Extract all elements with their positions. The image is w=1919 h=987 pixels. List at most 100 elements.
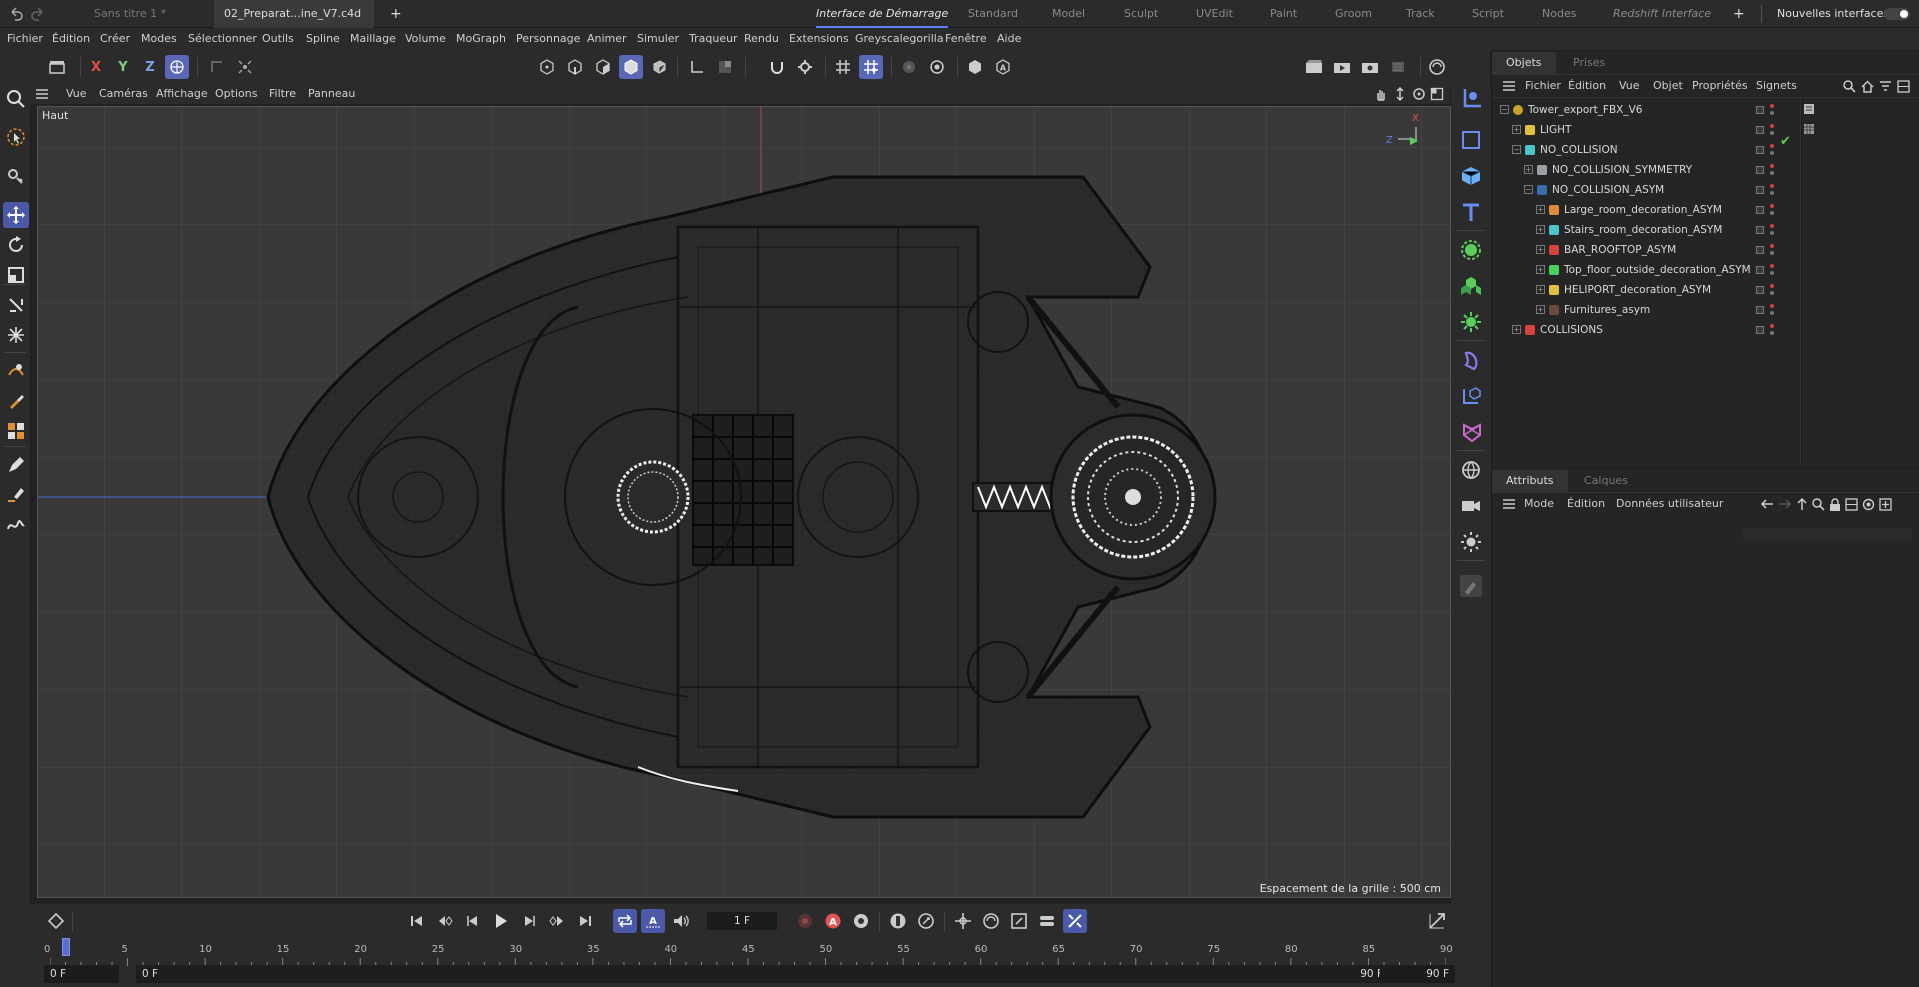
- snap-settings-icon[interactable]: [793, 55, 817, 79]
- effector-icon[interactable]: [1457, 308, 1485, 336]
- field-icon[interactable]: [1457, 382, 1485, 410]
- expand-icon[interactable]: +: [1536, 285, 1545, 294]
- pen-tool-icon[interactable]: [3, 452, 29, 478]
- menu-maillage[interactable]: Maillage: [350, 32, 396, 45]
- multi-transform-icon[interactable]: [3, 322, 29, 348]
- editor-visibility-dot[interactable]: [1770, 264, 1774, 268]
- up-arrow-icon[interactable]: [1796, 497, 1808, 511]
- transform-tool-icon[interactable]: [3, 292, 29, 318]
- spline-square-icon[interactable]: [1457, 126, 1485, 154]
- filter-icon[interactable]: [1879, 80, 1892, 93]
- current-frame-field[interactable]: 1 F: [707, 912, 777, 930]
- autokey-icon[interactable]: A: [821, 909, 845, 933]
- layer-checkbox[interactable]: [1756, 106, 1764, 114]
- points-mode-icon[interactable]: [535, 55, 559, 79]
- menu-edition[interactable]: Édition: [52, 32, 91, 45]
- move-tool-icon[interactable]: [3, 202, 29, 228]
- next-key-icon[interactable]: [545, 909, 569, 933]
- playhead[interactable]: [61, 938, 70, 956]
- layout-paint[interactable]: Paint: [1270, 7, 1298, 20]
- layout-uvedit[interactable]: UVEdit: [1196, 7, 1233, 20]
- object-row[interactable]: +Large_room_decoration_ASYM: [1492, 200, 1919, 220]
- sketch-tool-icon[interactable]: [3, 512, 29, 538]
- viewport-3d[interactable]: X Z: [37, 106, 1451, 898]
- axis-y-button[interactable]: Y: [111, 55, 135, 79]
- end-frame-field[interactable]: 90 F: [1380, 965, 1455, 983]
- zoom-view-icon[interactable]: [1393, 87, 1407, 101]
- maximize-view-icon[interactable]: [1430, 87, 1444, 101]
- viewport-menu-vue[interactable]: Vue: [66, 87, 87, 100]
- search-icon[interactable]: [1843, 80, 1856, 93]
- tweak-mode-icon[interactable]: [713, 55, 737, 79]
- collapse-icon[interactable]: −: [1524, 185, 1533, 194]
- doc-tab-active[interactable]: 02_Preparat...ine_V7.c4d *✕: [214, 0, 374, 48]
- expand-icon[interactable]: +: [1536, 265, 1545, 274]
- redshift-ipr-icon[interactable]: [1425, 55, 1449, 79]
- viewport-menu-panneau[interactable]: Panneau: [308, 87, 356, 100]
- editor-visibility-dot[interactable]: [1770, 104, 1774, 108]
- play-icon[interactable]: [489, 909, 513, 933]
- quantize-icon[interactable]: [963, 55, 987, 79]
- render-play-icon[interactable]: [1330, 55, 1354, 79]
- menu-volume[interactable]: Volume: [405, 32, 446, 45]
- menu-rendu[interactable]: Rendu: [744, 32, 779, 45]
- layer-checkbox[interactable]: [1756, 326, 1764, 334]
- viewport-menu-affichage[interactable]: Affichage: [156, 87, 208, 100]
- hamburger-icon[interactable]: [1502, 498, 1516, 510]
- editor-visibility-dot[interactable]: [1770, 324, 1774, 328]
- editor-visibility-dot[interactable]: [1770, 244, 1774, 248]
- viewport-canvas[interactable]: X Z: [38, 107, 1451, 898]
- object-row[interactable]: +Stairs_room_decoration_ASYM: [1492, 220, 1919, 240]
- key-rotation-icon[interactable]: [914, 909, 938, 933]
- tag-display-icon[interactable]: [1802, 122, 1816, 136]
- render-view-icon[interactable]: [1302, 55, 1326, 79]
- object-mode-icon[interactable]: [619, 55, 643, 79]
- layers-icon[interactable]: [1845, 498, 1858, 511]
- menu-extensions[interactable]: Extensions: [789, 32, 849, 45]
- object-row[interactable]: +BAR_ROOFTOP_ASYM: [1492, 240, 1919, 260]
- object-row[interactable]: +LIGHT: [1492, 120, 1919, 140]
- key-scale-icon[interactable]: [979, 909, 1003, 933]
- expand-icon[interactable]: +: [1512, 125, 1521, 134]
- volume-icon[interactable]: [1457, 418, 1485, 446]
- spline-pen-icon[interactable]: [3, 482, 29, 508]
- objmenu-fichier[interactable]: Fichier: [1525, 79, 1561, 92]
- objmenu-proprietes[interactable]: Propriétés: [1692, 79, 1748, 92]
- objmenu-signets[interactable]: Signets: [1756, 79, 1797, 92]
- layout-script[interactable]: Script: [1472, 7, 1504, 20]
- render-visibility-dot[interactable]: [1770, 211, 1774, 215]
- layer-checkbox[interactable]: [1756, 146, 1764, 154]
- menu-personnage[interactable]: Personnage: [516, 32, 581, 45]
- key-position-icon[interactable]: [886, 909, 910, 933]
- menu-simuler[interactable]: Simuler: [637, 32, 680, 45]
- search-icon[interactable]: [3, 86, 29, 112]
- world-coords-icon[interactable]: [165, 55, 189, 79]
- light-icon[interactable]: [1457, 528, 1485, 556]
- goto-start-icon[interactable]: [405, 909, 429, 933]
- hamburger-icon[interactable]: [35, 88, 49, 100]
- attrmenu-edition[interactable]: Édition: [1567, 497, 1606, 510]
- layer-checkbox[interactable]: [1756, 266, 1764, 274]
- layout-model[interactable]: Model: [1052, 7, 1086, 20]
- menu-creer[interactable]: Créer: [100, 32, 131, 45]
- attrmenu-mode[interactable]: Mode: [1524, 497, 1554, 510]
- objmenu-edition[interactable]: Édition: [1568, 79, 1607, 92]
- sound-icon[interactable]: [669, 909, 693, 933]
- menu-mograph[interactable]: MoGraph: [456, 32, 506, 45]
- deformer-icon[interactable]: [1457, 346, 1485, 374]
- collapse-icon[interactable]: −: [1512, 145, 1521, 154]
- render-visibility-dot[interactable]: [1770, 271, 1774, 275]
- render-visibility-dot[interactable]: [1770, 191, 1774, 195]
- object-row[interactable]: +Top_floor_outside_decoration_ASYM: [1492, 260, 1919, 280]
- layer-checkbox[interactable]: [1756, 166, 1764, 174]
- menu-fichier[interactable]: Fichier: [7, 32, 43, 45]
- settings-icon[interactable]: [1862, 498, 1875, 511]
- attributes-path-field[interactable]: [1742, 528, 1912, 540]
- render-visibility-dot[interactable]: [1770, 171, 1774, 175]
- home-icon[interactable]: [1861, 80, 1874, 93]
- scale-tool-icon[interactable]: [3, 262, 29, 288]
- tag-phong-icon[interactable]: [1802, 102, 1816, 116]
- symmetry-icon[interactable]: [925, 55, 949, 79]
- doc-tab-untitled[interactable]: Sans titre 1 *: [84, 0, 176, 28]
- lock-transform-icon[interactable]: [205, 55, 229, 79]
